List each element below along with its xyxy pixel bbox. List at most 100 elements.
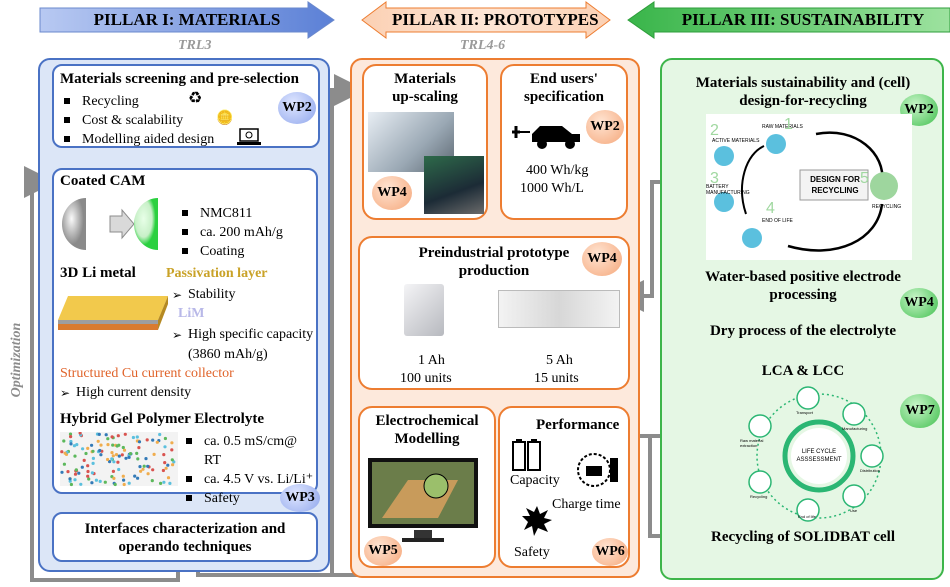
electrolyte-particle xyxy=(152,452,156,456)
lca-lcc-label: LCA & LCC xyxy=(761,363,845,379)
laptop-icon xyxy=(237,128,261,145)
electrolyte-particle xyxy=(69,442,73,446)
electrolyte-particle xyxy=(117,454,121,458)
modelling-line1: Electrochemical xyxy=(375,413,479,429)
upscaling-line1: Materials xyxy=(394,71,456,87)
step-number: 4 xyxy=(766,200,775,217)
electrolyte-particle xyxy=(116,460,120,464)
electrolyte-particle xyxy=(104,433,108,437)
stability-item: Stability xyxy=(172,286,235,304)
electrolyte-particle xyxy=(162,453,166,457)
electrolyte-particle xyxy=(163,436,167,441)
capacity-label: Capacity xyxy=(510,473,560,488)
screening-title: Materials screening and pre-selection xyxy=(60,71,299,87)
electrolyte-particle xyxy=(151,468,155,472)
electrolyte-particle xyxy=(87,477,91,481)
electrolyte-particle xyxy=(128,452,133,456)
battery-icon xyxy=(512,439,541,471)
current-text: High current density xyxy=(76,385,192,400)
dry-process-label: Dry process of the electrolyte xyxy=(709,323,897,339)
electrolyte-particle xyxy=(142,464,146,468)
electrolyte-particle xyxy=(131,435,135,440)
stability-text: Stability xyxy=(188,287,236,302)
pillar-1-trl: TRL3 xyxy=(178,38,212,53)
electrolyte-particle xyxy=(74,468,78,472)
list-item: ca. 0.5 mS/cm@ RT xyxy=(182,432,316,470)
electrolyte-particle xyxy=(86,446,90,450)
electrolyte-particle xyxy=(80,465,84,469)
pillar-1-title: PILLAR I: MATERIALS xyxy=(93,10,281,29)
electrolyte-particle xyxy=(68,479,72,483)
electrolyte-particle xyxy=(117,467,121,472)
recycle-icon: ♻ xyxy=(188,90,203,107)
electrolyte-particle xyxy=(146,464,150,468)
charging-station-icon xyxy=(577,453,618,487)
electrolyte-title: Hybrid Gel Polymer Electrolyte xyxy=(60,411,264,427)
electrolyte-particle xyxy=(91,461,95,465)
upscaling-photo-2 xyxy=(424,156,484,214)
electrolyte-particle xyxy=(78,432,82,435)
electrolyte-particle xyxy=(161,468,165,473)
stage-use: Use xyxy=(850,508,858,513)
electrolyte-particle xyxy=(106,457,110,462)
spec-volume: 1000 Wh/L xyxy=(520,181,584,196)
capacity-value: (3860 mAh/g) xyxy=(188,347,268,362)
electrolyte-particle xyxy=(90,471,94,475)
performance-box: Performance Capacity Charge time Safety … xyxy=(498,406,630,568)
electrolyte-particle xyxy=(99,443,103,447)
optimization-label: Optimization xyxy=(9,322,24,398)
modelling-line2: Modelling xyxy=(394,431,460,447)
electrolyte-particle xyxy=(62,462,66,466)
electrolyte-particle xyxy=(106,443,110,447)
pillar-2-banner xyxy=(361,1,611,39)
electrolyte-particle xyxy=(166,463,170,467)
stage-manufacturing: Manufacturing xyxy=(842,426,868,431)
cam-list: NMC811 ca. 200 mAh/g Coating xyxy=(178,204,283,261)
list-item: ca. 200 mAh/g xyxy=(178,223,283,242)
electrolyte-particle xyxy=(69,435,73,439)
stage-transport: Transport xyxy=(796,410,813,415)
electrolyte-particle xyxy=(120,453,124,457)
life-cycle-diagram: LIFE CYCLE ASSSESSMENT Transport Manufac… xyxy=(736,384,902,524)
capacity-text: High specific capacity xyxy=(188,327,314,342)
sustain-line2: design-for-recycling xyxy=(739,93,867,109)
electrolyte-particle xyxy=(127,455,131,459)
electrolyte-particle xyxy=(86,469,90,474)
cell2-units: 15 units xyxy=(534,371,579,386)
lca-center-line1: LIFE CYCLE xyxy=(801,449,837,455)
electrolyte-particle xyxy=(86,474,90,478)
current-item: High current density xyxy=(60,384,191,402)
electrolyte-particle xyxy=(72,444,76,448)
electrolyte-particle xyxy=(111,443,115,447)
li-metal-layers-image xyxy=(58,296,168,330)
electrolyte-particle xyxy=(137,446,141,450)
electrolyte-particle xyxy=(112,476,116,480)
wp-badge: WP2 xyxy=(278,92,316,124)
step-number: 5 xyxy=(860,170,869,187)
electrolyte-particle xyxy=(90,481,94,485)
electrolyte-particle xyxy=(73,478,77,482)
lim-label: LiM xyxy=(178,306,205,321)
electrolyte-particle xyxy=(170,441,174,445)
step-number: 1 xyxy=(784,116,793,133)
electrolyte-particle xyxy=(135,435,139,439)
wp-badge: WP4 xyxy=(372,176,412,210)
list-item: Coating xyxy=(178,242,283,261)
interfaces-line2: operando techniques xyxy=(118,539,252,555)
wp-badge: WP4 xyxy=(582,242,622,276)
electrolyte-particle xyxy=(103,480,107,484)
interfaces-box: Interfaces characterization and operando… xyxy=(52,512,318,562)
electrolyte-particle xyxy=(110,451,114,455)
cell2-capacity: 5 Ah xyxy=(546,353,573,368)
cell1-units: 100 units xyxy=(400,371,452,386)
electrolyte-particle xyxy=(121,474,125,478)
electrolyte-particle xyxy=(110,435,114,439)
end-users-line2: specification xyxy=(524,89,604,105)
modelling-box: Electrochemical Modelling WP5 xyxy=(358,406,496,568)
pillar-2-title: PILLAR II: PROTOTYPES xyxy=(392,10,599,29)
performance-title: Performance xyxy=(536,417,620,433)
sustain-line1: Materials sustainability and (cell) xyxy=(695,75,911,91)
electrolyte-particle xyxy=(115,444,119,448)
pillar-1-banner xyxy=(39,1,335,39)
electrolyte-particle xyxy=(62,439,66,443)
